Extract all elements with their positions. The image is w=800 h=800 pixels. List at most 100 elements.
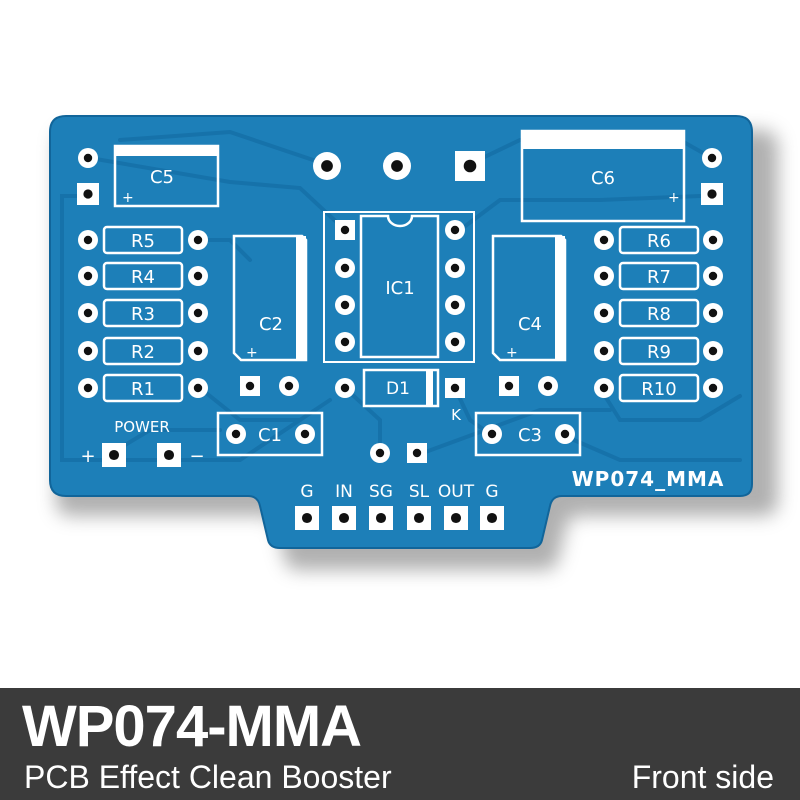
pad-12	[78, 341, 98, 361]
c3-label: C3	[518, 425, 542, 446]
resistor-r1-label: R1	[131, 379, 155, 400]
ic1-label: IC1	[385, 278, 414, 299]
pad-13	[188, 341, 208, 361]
c6-label: C6	[591, 168, 615, 189]
resistor-r9: R9	[618, 336, 700, 366]
pad-24	[313, 152, 341, 180]
power-plus-label: +	[80, 446, 95, 467]
connector-label-1: IN	[335, 482, 353, 502]
pad-52	[407, 506, 431, 530]
pad-50	[332, 506, 356, 530]
pad-1	[188, 230, 208, 250]
pad-4	[78, 266, 98, 286]
product-title: WP074-MMA	[22, 694, 362, 759]
resistor-r1: R1	[102, 373, 184, 403]
pad-14	[594, 341, 614, 361]
resistor-r3-label: R3	[131, 304, 155, 325]
connector-labels: G IN SG SL OUT G	[300, 482, 498, 502]
pad-6	[594, 266, 614, 286]
resistor-r2: R2	[102, 336, 184, 366]
pad-21	[77, 183, 99, 205]
ic1-footprint: IC1	[323, 211, 475, 363]
pad-11	[703, 303, 723, 323]
solder-pads	[77, 148, 723, 530]
resistor-r5-label: R5	[131, 231, 155, 252]
capacitor-c3: C3	[474, 411, 582, 457]
board-name-silk: WP074_MMA	[572, 467, 725, 491]
pad-49	[295, 506, 319, 530]
pad-7	[703, 266, 723, 286]
c1-label: C1	[258, 425, 282, 446]
pad-26	[455, 151, 485, 181]
diode-d1: D1 K	[362, 368, 462, 424]
capacitor-c5: C5 +	[113, 144, 220, 208]
resistor-r10-label: R10	[641, 379, 676, 400]
connector-label-0: G	[300, 482, 313, 502]
capacitor-c1: C1	[216, 411, 324, 457]
pad-2	[594, 230, 614, 250]
c5-plus: +	[122, 190, 134, 206]
pad-43	[482, 424, 502, 444]
pad-5	[188, 266, 208, 286]
pad-9	[188, 303, 208, 323]
pad-17	[188, 378, 208, 398]
resistor-r6-label: R6	[647, 231, 671, 252]
pad-34	[445, 332, 465, 352]
resistor-r7-label: R7	[647, 267, 671, 288]
pad-36	[279, 376, 299, 396]
pad-45	[370, 443, 390, 463]
resistor-r4: R4	[102, 261, 184, 291]
c5-label: C5	[150, 167, 174, 188]
pad-23	[701, 183, 723, 205]
resistor-r7: R7	[618, 261, 700, 291]
connector-label-5: G	[485, 482, 498, 502]
resistor-r4-label: R4	[131, 267, 155, 288]
pad-22	[702, 148, 722, 168]
pad-16	[78, 378, 98, 398]
resistor-r2-label: R2	[131, 342, 155, 363]
resistor-r9-label: R9	[647, 342, 671, 363]
resistor-r5: R5	[102, 225, 184, 255]
c4-label: C4	[518, 314, 542, 335]
pad-39	[335, 378, 355, 398]
pad-20	[78, 148, 98, 168]
pad-25	[383, 152, 411, 180]
capacitor-c6: C6 +	[520, 129, 686, 223]
resistor-r8: R8	[618, 298, 700, 328]
pad-27	[335, 220, 355, 240]
d1-label: D1	[386, 379, 410, 399]
pad-10	[594, 303, 614, 323]
pcb-render: C5 + C6 + IC1 C2 + C4 + D1 K C1	[49, 115, 778, 570]
pad-15	[703, 341, 723, 361]
pad-19	[703, 378, 723, 398]
footer-banner: WP074-MMA PCB Effect Clean Booster Front…	[0, 688, 800, 800]
pad-8	[78, 303, 98, 323]
view-side-label: Front side	[631, 759, 774, 795]
pad-41	[226, 424, 246, 444]
resistor-r3: R3	[102, 298, 184, 328]
c2-plus: +	[246, 345, 258, 361]
resistor-r8-label: R8	[647, 304, 671, 325]
pad-3	[703, 230, 723, 250]
pad-46	[407, 443, 427, 463]
pad-48	[157, 443, 181, 467]
d1-k-label: K	[451, 406, 462, 424]
pad-30	[445, 258, 465, 278]
power-minus-label: −	[189, 446, 204, 467]
capacitor-c2: C2 +	[232, 234, 308, 362]
pad-42	[295, 424, 315, 444]
pad-51	[369, 506, 393, 530]
pad-29	[335, 258, 355, 278]
connector-label-4: OUT	[438, 482, 475, 502]
c6-plus: +	[668, 190, 680, 206]
c4-plus: +	[506, 345, 518, 361]
pad-28	[445, 220, 465, 240]
pad-40	[445, 378, 465, 398]
pad-47	[102, 443, 126, 467]
pad-38	[538, 376, 558, 396]
connector-label-3: SL	[409, 482, 430, 502]
connector-label-2: SG	[369, 482, 393, 502]
pad-0	[78, 230, 98, 250]
c2-label: C2	[259, 314, 283, 335]
